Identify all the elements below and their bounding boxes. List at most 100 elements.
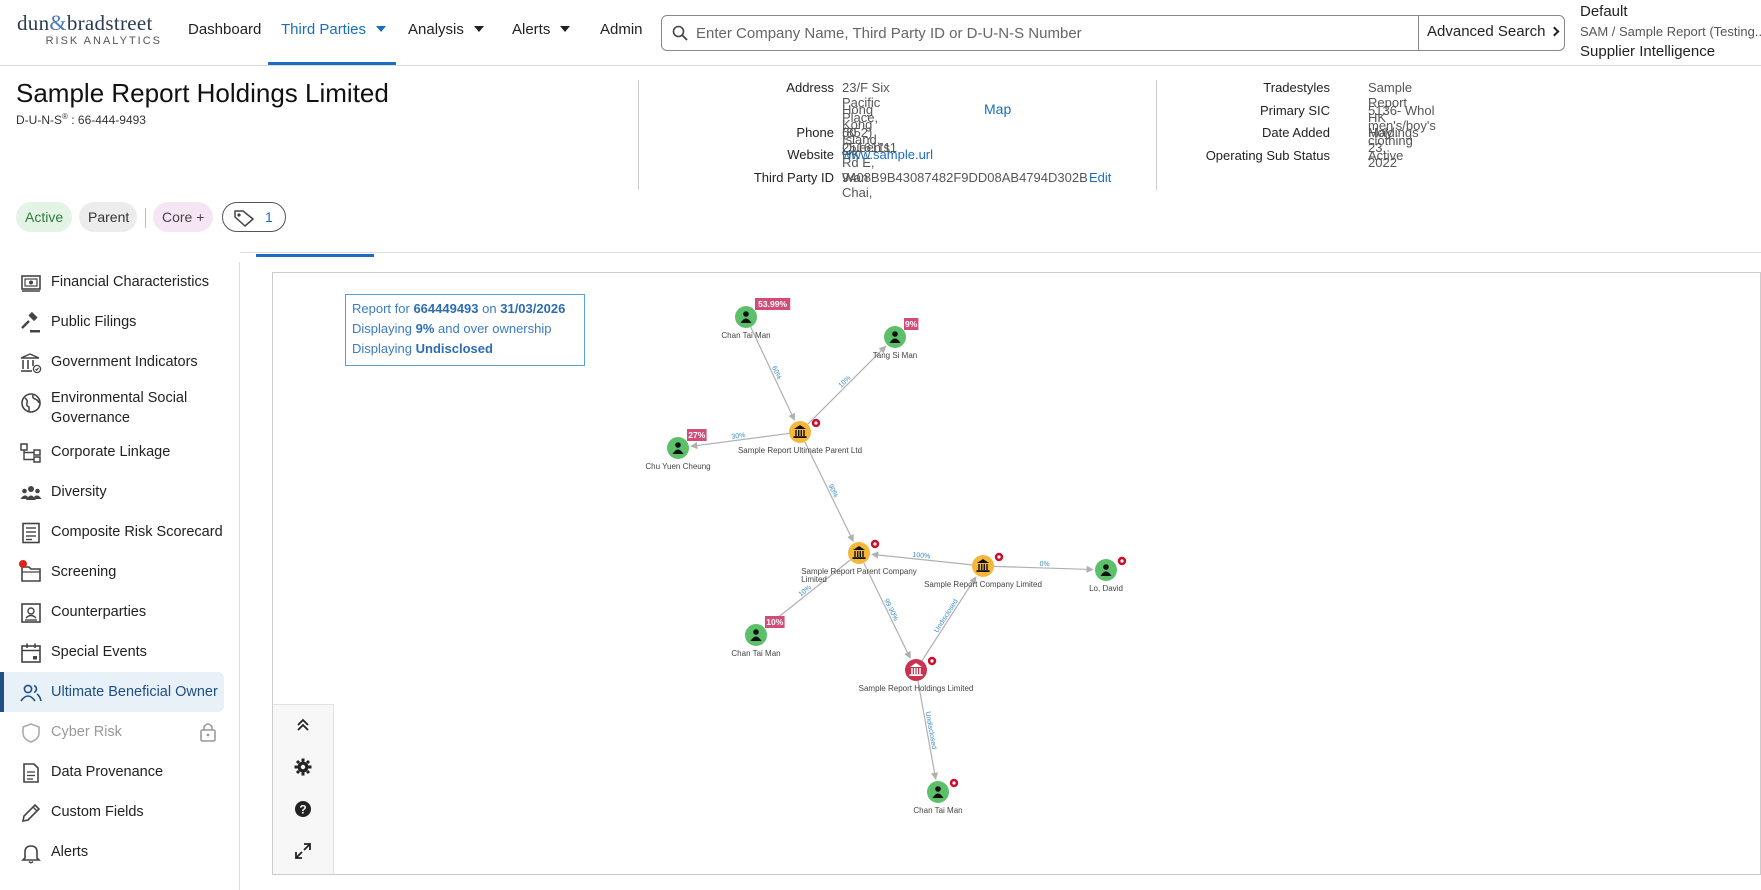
brand-subtitle: RISK ANALYTICS [45, 35, 162, 47]
help-icon[interactable]: ? [293, 799, 313, 819]
expand-icon[interactable] [293, 841, 313, 861]
advanced-search-button[interactable]: Advanced Search [1418, 16, 1564, 50]
section-tab-indicator [256, 254, 374, 257]
ownership-pct-text: 10% [766, 617, 783, 627]
bank-icon-base [976, 570, 990, 572]
tag-count: 1 [265, 209, 273, 225]
node-label: Lo, David [1089, 584, 1123, 593]
report-on: on [482, 301, 497, 316]
tags-button[interactable]: 1 [222, 202, 286, 232]
brand-logo[interactable]: dun&bradstreet RISK ANALYTICS [17, 11, 162, 48]
sidebar-item-diversity[interactable]: Diversity [0, 472, 224, 512]
person-icon-body [932, 793, 944, 798]
advanced-search-label: Advanced Search [1427, 23, 1546, 40]
bank-icon-column [919, 668, 921, 674]
operating-status-value: Active [1368, 148, 1404, 163]
ownership-edge [690, 432, 790, 450]
ownership-edge [917, 680, 939, 780]
bank-icon-column [854, 551, 856, 557]
sidebar-item-label: Public Filings [51, 314, 137, 330]
website-link[interactable]: www.sample.url [842, 147, 934, 162]
brand-name-part2: bradstreet [66, 11, 153, 35]
nav-dashboard-label: Dashboard [188, 21, 262, 38]
sidebar-item-special-events[interactable]: Special Events [0, 632, 224, 672]
ownership-graph[interactable]: 60%10%30%90%100%0%10%99.90%UndisclosedUn… [273, 273, 1761, 875]
sidebar-item-alerts[interactable]: Alerts [0, 832, 224, 872]
edit-third-party-id-link[interactable]: Edit [1089, 170, 1112, 185]
gavel-icon [21, 312, 40, 333]
sidebar-item-label: Screening [51, 564, 117, 580]
sidebar-item-esg[interactable]: Environmental Social Governance [0, 382, 224, 426]
person-icon [743, 311, 749, 317]
sidebar-item-custom-fields[interactable]: Custom Fields [0, 792, 224, 832]
node-circle [745, 624, 767, 646]
website-label: Website [787, 147, 834, 162]
bank-icon-base [909, 674, 923, 676]
ownership-edge [871, 551, 973, 566]
person-icon-body [672, 449, 684, 454]
search-input[interactable] [696, 20, 1366, 46]
company-node[interactable]: Sample Report Company Limited [924, 552, 1042, 589]
person-node[interactable]: Chan Tai Man [913, 778, 963, 815]
bank-icon-column [803, 430, 805, 436]
screening-alert-dot [19, 560, 27, 568]
tag-icon [234, 210, 254, 227]
node-label: Chan Tai Man [913, 806, 962, 815]
pencil-icon [21, 803, 41, 823]
sidebar: Financial Characteristics Public Filings… [0, 262, 240, 890]
report-date: 31/03/2026 [500, 301, 566, 316]
scorecard-icon [22, 522, 40, 544]
person-node[interactable]: 53.99%Chan Tai Man [721, 298, 791, 340]
node-label-line2: Limited [801, 575, 827, 584]
sidebar-item-corporate-linkage[interactable]: Corporate Linkage [0, 432, 224, 472]
collapse-icon[interactable] [293, 715, 313, 735]
company-node[interactable]: Sample Report Ultimate Parent Ltd [738, 418, 862, 455]
person-icon [753, 629, 759, 635]
node-label: Sample Report Parent Company [801, 567, 917, 576]
graph-toolbar: ? [273, 704, 334, 874]
user-context-menu[interactable]: Default SAM / Sample Report (Testing... … [1580, 3, 1761, 60]
person-node[interactable]: Lo, David [1089, 556, 1127, 593]
person-node[interactable]: 10%Chan Tai Man [731, 616, 785, 658]
third-party-id-label: Third Party ID [753, 170, 834, 185]
person-node[interactable]: 27%Chu Yuen Cheung [645, 429, 711, 471]
sidebar-item-government-indicators[interactable]: Government Indicators [0, 342, 224, 382]
ownership-edge [993, 565, 1094, 573]
person-icon [935, 786, 941, 792]
ownership-pct-text: 53.99% [758, 299, 787, 309]
header-divider [638, 80, 639, 190]
sidebar-item-label: Special Events [51, 644, 147, 660]
company-node[interactable]: Sample Report Holdings Limited [859, 656, 974, 693]
person-node[interactable]: 9%Tang Si Man [873, 318, 919, 360]
map-link[interactable]: Map [984, 101, 1012, 117]
nav-dashboard[interactable]: Dashboard [188, 21, 261, 38]
person-icon-body [1100, 571, 1112, 576]
sidebar-item-public-filings[interactable]: Public Filings [0, 302, 224, 342]
sidebar-item-counterparties[interactable]: Counterparties [0, 592, 224, 632]
sidebar-item-ultimate-beneficial-owner[interactable]: Ultimate Beneficial Owner [0, 672, 224, 712]
phone-label: Phone [796, 125, 834, 140]
sidebar-item-financial-characteristics[interactable]: Financial Characteristics [0, 262, 224, 302]
user-workspace: SAM / Sample Report (Testing... [1580, 24, 1761, 39]
nav-third-parties[interactable]: Third Parties [281, 21, 387, 38]
sidebar-item-label: Diversity [51, 484, 107, 500]
search-bar: Advanced Search [661, 15, 1565, 51]
sidebar-item-composite-risk-scorecard[interactable]: Composite Risk Scorecard [0, 512, 224, 552]
date-added-label: Date Added [1262, 125, 1330, 140]
sidebar-item-data-provenance[interactable]: Data Provenance [0, 752, 224, 792]
phone-value: (852) 25161111 [842, 125, 897, 155]
sidebar-item-screening[interactable]: Screening [0, 552, 224, 592]
chevron-down-icon [473, 26, 484, 32]
settings-icon[interactable] [293, 757, 313, 777]
badge-divider [145, 208, 146, 228]
duns-number: D-U-N-S® : 66-444-9493 [16, 112, 146, 127]
nav-alerts[interactable]: Alerts [512, 21, 571, 38]
nav-analysis[interactable]: Analysis [408, 21, 484, 38]
bank-icon-column [798, 430, 800, 436]
date-added-value: May 23, 2022 [1368, 125, 1397, 170]
tradestyles-value: Sample Report HK Holdings [1368, 80, 1419, 140]
nav-admin[interactable]: Admin [600, 21, 643, 38]
status-badge-active: Active [16, 202, 72, 232]
